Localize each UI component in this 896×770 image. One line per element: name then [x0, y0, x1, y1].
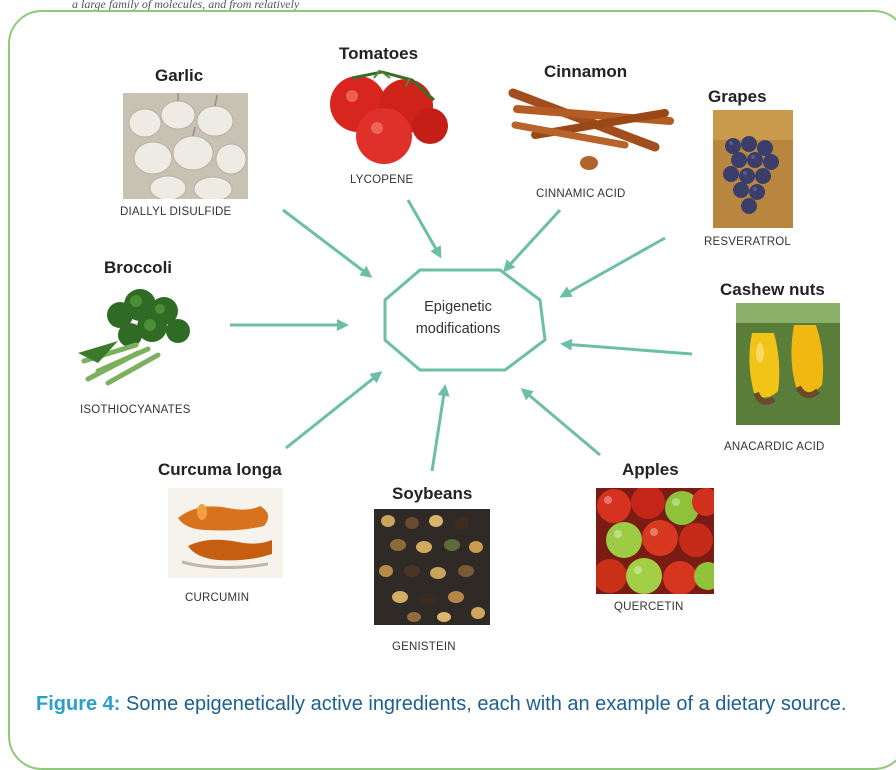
arrow-cashew	[560, 338, 693, 356]
source-soybeans: Soybeans	[392, 484, 472, 504]
arrow-grapes	[559, 236, 666, 298]
curcuma-image	[168, 488, 283, 578]
broccoli-image	[78, 289, 190, 386]
source-tomatoes: Tomatoes	[339, 44, 418, 64]
cinnamon-image	[508, 88, 674, 170]
source-name: Apples	[622, 460, 679, 479]
compound-apples: QUERCETIN	[614, 601, 684, 613]
source-name: Garlic	[155, 66, 204, 85]
compound-cashew: ANACARDIC ACID	[724, 441, 825, 453]
compound-grapes: RESVERATROL	[704, 236, 791, 248]
arrow-curcuma	[285, 371, 383, 450]
soybeans-image	[374, 509, 490, 625]
arrow-cinnamon	[502, 208, 562, 273]
source-name: Curcuma longa	[158, 460, 282, 479]
center-octagon	[383, 268, 547, 372]
arrow-tomatoes	[406, 199, 442, 259]
arrow-soybeans	[430, 384, 450, 472]
figure-caption: Figure 4: Some epigenetically active ing…	[36, 690, 856, 718]
garlic-image	[123, 93, 248, 199]
compound-cinnamon: CINNAMIC ACID	[536, 188, 626, 200]
source-name: Cashew nuts	[720, 280, 825, 299]
source-curcuma: Curcuma longa	[158, 460, 282, 480]
compound-broccoli: ISOTHIOCYANATES	[80, 404, 191, 416]
source-garlic: Garlic	[155, 66, 203, 86]
arrow-garlic	[282, 208, 373, 278]
arrow-apples	[520, 388, 601, 457]
source-grapes: Grapes	[708, 87, 767, 107]
source-cashew: Cashew nuts	[720, 280, 825, 300]
source-broccoli: Broccoli	[104, 258, 172, 278]
compound-tomatoes: LYCOPENE	[350, 174, 414, 186]
center-label-line2: modifications	[415, 321, 501, 337]
center-label-line1: Epigenetic	[424, 299, 492, 315]
source-name: Tomatoes	[339, 44, 419, 63]
compound-curcuma: CURCUMIN	[185, 592, 250, 604]
header-text-fragment: a large family of molecules, and from re…	[72, 0, 300, 11]
center-label: Epigenetic modifications	[388, 296, 528, 340]
compound-garlic: DIALLYL DISULFIDE	[120, 206, 232, 218]
compound-soybeans: GENISTEIN	[392, 641, 456, 653]
cashew-image	[736, 303, 840, 425]
source-cinnamon: Cinnamon	[544, 62, 627, 82]
source-name: Cinnamon	[544, 62, 628, 81]
source-apples: Apples	[622, 460, 679, 480]
source-name: Grapes	[708, 87, 767, 106]
apples-image	[596, 488, 714, 594]
source-name: Broccoli	[104, 258, 173, 277]
caption-text: Some epigenetically active ingredients, …	[126, 693, 847, 715]
caption-label: Figure 4:	[36, 693, 121, 715]
source-name: Soybeans	[392, 484, 473, 503]
tomatoes-image	[330, 69, 448, 164]
grapes-image	[713, 110, 793, 228]
